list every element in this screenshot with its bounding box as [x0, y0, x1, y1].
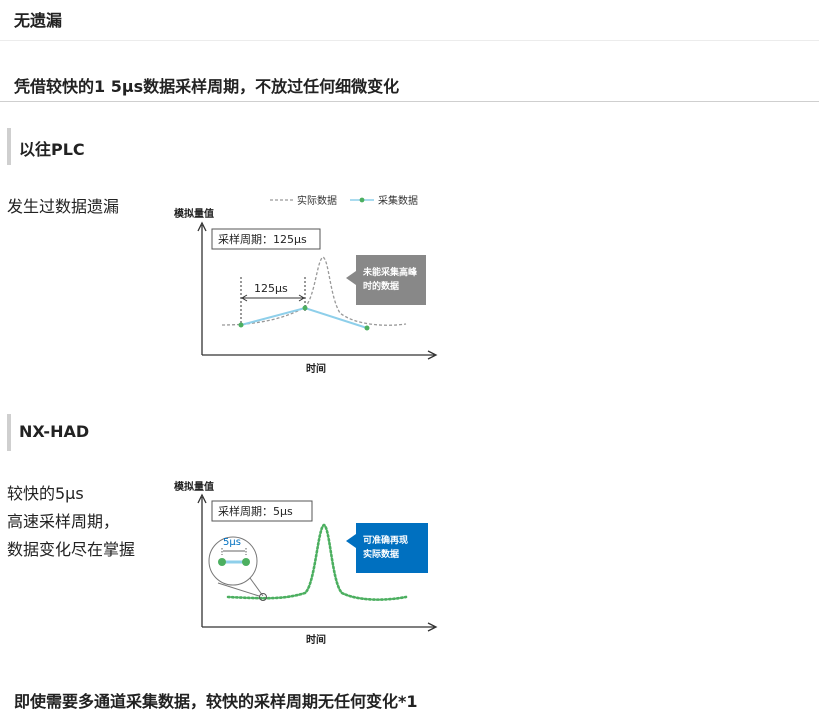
description-line: 高速采样周期，	[7, 512, 120, 531]
x-axis-arrow	[427, 622, 438, 632]
section-marker	[7, 414, 11, 451]
sampled-data-line	[240, 306, 368, 329]
callout-box	[356, 255, 426, 305]
y-axis-label: 模拟量值	[174, 207, 214, 220]
sample-point	[364, 325, 370, 331]
zoom-target	[259, 593, 267, 601]
y-axis-label: 模拟量值	[174, 480, 214, 493]
section-heading: 凭借较快的1 5μs数据采样周期，不放过任何细微变化	[14, 77, 400, 96]
callout-pointer	[346, 534, 356, 548]
callout-box	[356, 523, 428, 573]
callout-line-2: 实际数据	[363, 548, 399, 560]
plc-description: 发生过数据遗漏	[7, 197, 120, 216]
callout-pointer	[346, 271, 356, 285]
annotation-text: 采样周期：5μs	[218, 504, 293, 518]
x-axis-label: 时间	[306, 633, 326, 646]
annotation-box	[211, 228, 321, 250]
section-heading-bottom: 即使需要多通道采集数据，较快的采样周期无任何变化*1	[14, 692, 418, 711]
nxhad-sampling-chart: 模拟量值 时间 采样周期：5μs 5μs 可准确再现 实际数据	[174, 480, 438, 646]
annotation-box	[211, 500, 313, 522]
sample-point	[302, 305, 308, 311]
x-axis-arrow	[427, 350, 438, 360]
y-axis-arrow	[197, 493, 207, 504]
y-axis-arrow	[197, 221, 207, 232]
page-title: 无遗漏	[14, 11, 63, 30]
callout-line-1: 未能采集高峰	[362, 266, 418, 278]
zoom-connector	[249, 577, 264, 597]
legend-sampled-marker	[359, 197, 365, 203]
plc-sampling-chart: 模拟量值 时间 实际数据 采集数据 采样周期：125μs 125μs 未能采集高…	[174, 194, 438, 375]
interval-label: 5μs	[223, 537, 241, 548]
sample-point	[242, 558, 250, 566]
legend-sampled-label: 采集数据	[378, 194, 418, 207]
interval-arrowhead-right	[298, 294, 305, 302]
callout-line-1: 可准确再现	[363, 534, 408, 546]
section-title-nxhad: NX-HAD	[19, 422, 90, 441]
divider	[0, 40, 819, 41]
sample-point	[218, 558, 226, 566]
nxhad-description: 较快的5μs 高速采样周期， 数据变化尽在掌握	[7, 480, 135, 564]
divider	[0, 101, 819, 102]
interval-arrowhead-left	[241, 294, 248, 302]
sampled-data-curve	[226, 523, 408, 601]
description-line: 数据变化尽在掌握	[7, 540, 136, 559]
section-marker	[7, 128, 11, 165]
callout-line-2: 时的数据	[363, 280, 399, 292]
annotation-text: 采样周期：125μs	[218, 232, 307, 246]
x-axis-label: 时间	[306, 362, 326, 375]
actual-data-curve	[221, 256, 407, 326]
sample-point	[238, 322, 244, 328]
zoom-connector	[217, 582, 260, 597]
interval-label: 125μs	[254, 282, 288, 295]
section-title-plc: 以往PLC	[19, 140, 85, 159]
description-line: 较快的5μs	[7, 484, 84, 503]
legend-actual-label: 实际数据	[297, 194, 337, 207]
